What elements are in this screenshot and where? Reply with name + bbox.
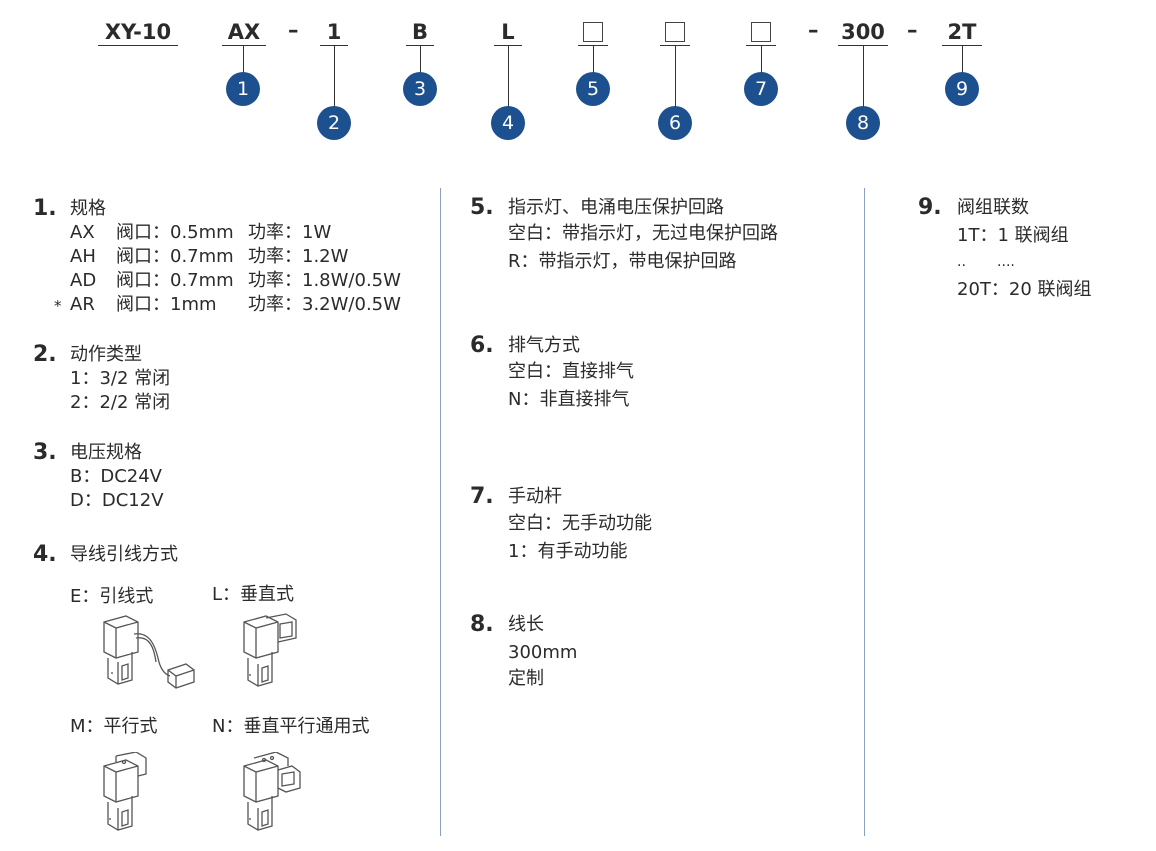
- spec-row-ax-port: 阀口：0.5mm: [116, 222, 234, 243]
- code-stack: 2T: [947, 20, 977, 44]
- valve-drawing-n: [243, 752, 301, 831]
- code-action-underline: [320, 45, 348, 46]
- section-2-title: 动作类型: [70, 344, 142, 365]
- callout-5: 5: [576, 72, 610, 106]
- spec-row-ah-model: AH: [70, 246, 96, 267]
- callout-6: 6: [658, 106, 692, 140]
- callout-8: 8: [846, 106, 880, 140]
- code-voltage-underline: [406, 45, 434, 46]
- spec-row-ah-port: 阀口：0.7mm: [116, 246, 234, 267]
- section-7-title: 手动杆: [508, 486, 562, 507]
- code-lead: L: [501, 20, 515, 44]
- connector-1: [243, 46, 244, 74]
- spec-row-ar-model: AR: [70, 294, 95, 315]
- section-9-line-1: 1T：1 联阀组: [957, 225, 1069, 246]
- spec-row-ad-power: 功率：1.8W/0.5W: [248, 270, 401, 291]
- section-3-line-2: D：DC12V: [70, 490, 164, 511]
- connector-9: [962, 46, 963, 74]
- lead-option-l: L：垂直式: [212, 584, 295, 605]
- code-empty-box-6: [665, 22, 685, 42]
- spec-row-ax-model: AX: [70, 222, 95, 243]
- section-8-title: 线长: [508, 614, 544, 635]
- connector-5: [593, 46, 594, 74]
- callout-1: 1: [226, 72, 260, 106]
- code-dash-1: –: [288, 18, 299, 42]
- section-8-number: 8.: [470, 612, 494, 637]
- spec-row-ad-port: 阀口：0.7mm: [116, 270, 234, 291]
- lead-option-n: N：垂直平行通用式: [212, 716, 370, 737]
- section-7-line-2: 1：有手动功能: [508, 541, 628, 562]
- code-empty-box-7: [751, 22, 771, 42]
- section-3-title: 电压规格: [70, 442, 142, 463]
- lead-option-m: M：平行式: [70, 716, 158, 737]
- spec-row-ah-power: 功率：1.2W: [248, 246, 349, 267]
- section-2-line-1: 1：3/2 常闭: [70, 368, 171, 389]
- connector-6: [675, 46, 676, 108]
- connector-8: [863, 46, 864, 108]
- section-5-number: 5.: [470, 195, 494, 220]
- callout-2: 2: [317, 106, 351, 140]
- section-5-line-2: R：带指示灯，带电保护回路: [508, 251, 737, 272]
- spec-row-ax-power: 功率：1W: [248, 222, 332, 243]
- code-stack-underline: [942, 45, 982, 46]
- section-7-line-1: 空白：无手动功能: [508, 513, 652, 534]
- section-1-star: *: [54, 297, 62, 315]
- callout-7: 7: [744, 72, 778, 106]
- code-dash-3: –: [907, 18, 918, 42]
- code-length-underline: [838, 45, 888, 46]
- section-5-title: 指示灯、电涌电压保护回路: [508, 197, 724, 218]
- code-empty-box-5: [583, 22, 603, 42]
- code-series: XY-10: [104, 20, 172, 44]
- code-series-underline: [98, 45, 178, 46]
- code-empty-underline-7: [746, 45, 776, 46]
- section-3-line-1: B：DC24V: [70, 466, 162, 487]
- section-2-line-2: 2：2/2 常闭: [70, 392, 171, 413]
- section-8-line-1: 300mm: [508, 642, 578, 663]
- code-lead-underline: [494, 45, 522, 46]
- section-9-line-2: .. ....: [957, 254, 1015, 270]
- section-9-line-3: 20T：20 联阀组: [957, 279, 1092, 300]
- section-7-number: 7.: [470, 484, 494, 509]
- section-5-line-1: 空白：带指示灯，无过电保护回路: [508, 223, 778, 244]
- code-empty-underline-6: [660, 45, 690, 46]
- valve-drawing-e: [103, 615, 195, 689]
- code-dash-2: –: [808, 18, 819, 42]
- section-2-number: 2.: [33, 342, 57, 367]
- column-divider-2: [864, 188, 865, 836]
- callout-4: 4: [491, 106, 525, 140]
- section-8-line-2: 定制: [508, 668, 544, 689]
- section-3-number: 3.: [33, 440, 57, 465]
- code-length: 300: [841, 20, 885, 44]
- connector-4: [508, 46, 509, 108]
- callout-9: 9: [945, 72, 979, 106]
- section-1-number: 1.: [33, 196, 57, 221]
- lead-option-e: E：引线式: [70, 586, 154, 607]
- column-divider-1: [440, 188, 441, 836]
- section-6-line-2: N：非直接排气: [508, 389, 630, 410]
- section-9-title: 阀组联数: [957, 197, 1029, 218]
- code-voltage: B: [411, 20, 428, 44]
- section-9-number: 9.: [918, 195, 942, 220]
- code-action: 1: [326, 20, 342, 44]
- spec-row-ar-port: 阀口：1mm: [116, 294, 217, 315]
- section-6-number: 6.: [470, 333, 494, 358]
- code-size-underline: [222, 45, 266, 46]
- section-1-title: 规格: [70, 198, 106, 219]
- section-6-line-1: 空白：直接排气: [508, 361, 634, 382]
- section-6-title: 排气方式: [508, 335, 580, 356]
- valve-drawing-l: [243, 613, 297, 687]
- section-4-title: 导线引线方式: [70, 544, 178, 565]
- section-4-number: 4.: [33, 542, 57, 567]
- connector-7: [761, 46, 762, 74]
- valve-drawing-m: [103, 752, 147, 831]
- spec-row-ar-power: 功率：3.2W/0.5W: [248, 294, 401, 315]
- code-empty-underline-5: [578, 45, 608, 46]
- connector-3: [420, 46, 421, 74]
- code-size: AX: [227, 20, 261, 44]
- callout-3: 3: [403, 72, 437, 106]
- spec-row-ad-model: AD: [70, 270, 97, 291]
- connector-2: [334, 46, 335, 108]
